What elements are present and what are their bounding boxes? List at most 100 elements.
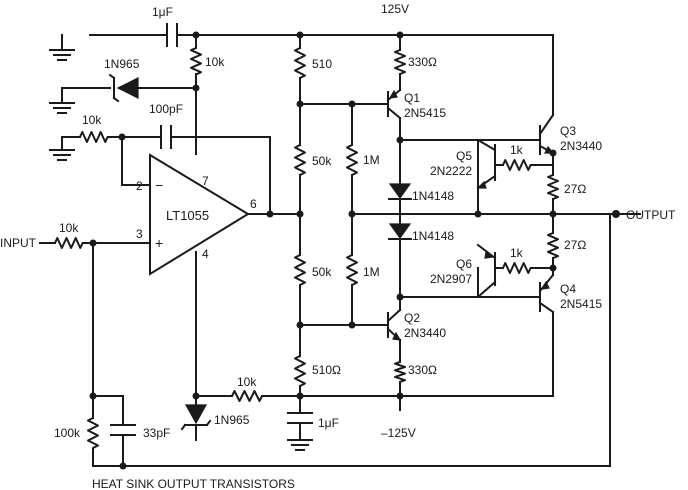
transistor-q2-icon [386,308,402,342]
junctions [89,31,620,470]
label-r-1k-top: 1k [510,143,524,157]
capacitor-c-comp-icon [110,395,136,467]
label-note: HEAT SINK OUTPUT TRANSISTORS [92,477,295,490]
label-r-27-bot: 27Ω [564,238,586,252]
label-c-bottom: 1μF [318,416,339,430]
resistor-icon [547,232,559,259]
resistor-icon [346,254,358,286]
label-q6-ref: Q6 [456,257,472,271]
label-c-comp: 33pF [143,426,170,440]
label-z-top: 1N965 [104,57,140,71]
capacitor-c-bottom-icon [287,412,313,441]
label-r-510-bot: 510Ω [312,363,341,377]
junction-dot [396,392,404,400]
capacitor-c-feedback-icon [160,125,172,149]
label-r-100k: 100k [54,426,81,440]
resistor-icon [79,131,109,143]
junction-dot [348,210,356,218]
junction-dot [549,264,557,272]
label-q2-ref: Q2 [404,311,420,325]
label-opamp-pin3: 3 [136,227,143,241]
transistor-q3-icon [538,113,555,155]
label-q3-part: 2N3440 [560,139,602,153]
resistor-icon [231,390,263,402]
junction-dot [296,321,304,329]
capacitor-c-top-icon [166,23,178,47]
label-c-feedback: 100pF [149,102,183,116]
label-r-27-top: 27Ω [564,182,586,196]
resistor-icon [294,47,306,79]
transistor-q4-icon [538,273,555,314]
resistor-icon [394,361,406,383]
junction-dot [296,210,304,218]
resistor-icon [87,417,99,467]
label-opamp-pin6: 6 [250,197,257,211]
opamp-symbol [149,153,250,276]
transistor-q6-icon [476,243,497,299]
junction-dot [474,210,482,218]
label-r-330-top: 330Ω [408,55,437,69]
label-output: OUTPUT [626,208,676,222]
zener-diode-bottom-icon [180,404,212,441]
junction-dot [296,392,304,400]
output-terminal-icon [612,210,620,218]
label-q5-part: 2N2222 [430,164,472,178]
diode-d1-icon [388,183,412,200]
label-r-fb10k: 10k [82,113,102,127]
label-r-in10k: 10k [59,221,79,235]
label-supply-negative: –125V [381,426,416,440]
label-opamp-pin4: 4 [202,247,209,261]
label-q1-ref: Q1 [404,91,420,105]
labels: 125V –125V 1μF 100pF 1μF 33pF 10k 10k 10… [0,2,676,490]
label-opamp-pin2: 2 [136,179,143,193]
ground-icon [49,49,75,61]
label-r-330-bot: 330Ω [408,363,437,377]
label-r-bot10k: 10k [237,375,257,389]
ground-icon [49,102,75,114]
ground-icon [287,439,313,451]
junction-dot [396,136,404,144]
label-opamp-plus: + [155,235,163,251]
junction-dot [348,321,356,329]
diode-d2-icon [388,223,412,240]
label-r-1m-bot: 1M [363,265,380,279]
resistor-icon [346,144,358,176]
label-r-1k-bot: 1k [510,246,524,260]
transistor-q1-icon [386,88,402,120]
junction-dot [266,210,274,218]
label-c-top: 1μF [152,5,173,19]
label-supply-positive: 125V [381,2,409,16]
junction-dot [192,84,200,92]
resistor-icon [294,144,306,176]
label-opamp-pin7: 7 [202,174,209,188]
label-opamp-minus: − [155,177,163,193]
label-q2-part: 2N3440 [404,326,446,340]
label-r-top10k: 10k [205,55,225,69]
junction-dot [549,210,557,218]
label-q5-ref: Q5 [456,149,472,163]
resistor-icon [294,254,306,286]
resistor-icon [54,237,84,249]
label-q3-ref: Q3 [560,124,576,138]
label-input: INPUT [0,236,37,250]
resistor-icon [190,47,202,76]
junction-dot [118,133,126,141]
junction-dot [348,100,356,108]
label-r-510-top: 510 [312,57,332,71]
junction-dot [296,31,304,39]
resistor-icon [394,49,406,75]
resistor-icon [502,262,532,274]
label-q1-part: 2N5415 [404,106,446,120]
junction-dot [396,293,404,301]
resistor-icon [547,174,559,200]
junction-dot [192,31,200,39]
label-z-bot: 1N965 [214,413,250,427]
resistor-icon [502,159,532,171]
label-r-50k-top: 50k [312,154,332,168]
resistor-icon [294,355,306,387]
label-r-50k-bot: 50k [312,265,332,279]
label-opamp-name: LT1055 [166,208,209,223]
label-d1: 1N4148 [412,189,454,203]
